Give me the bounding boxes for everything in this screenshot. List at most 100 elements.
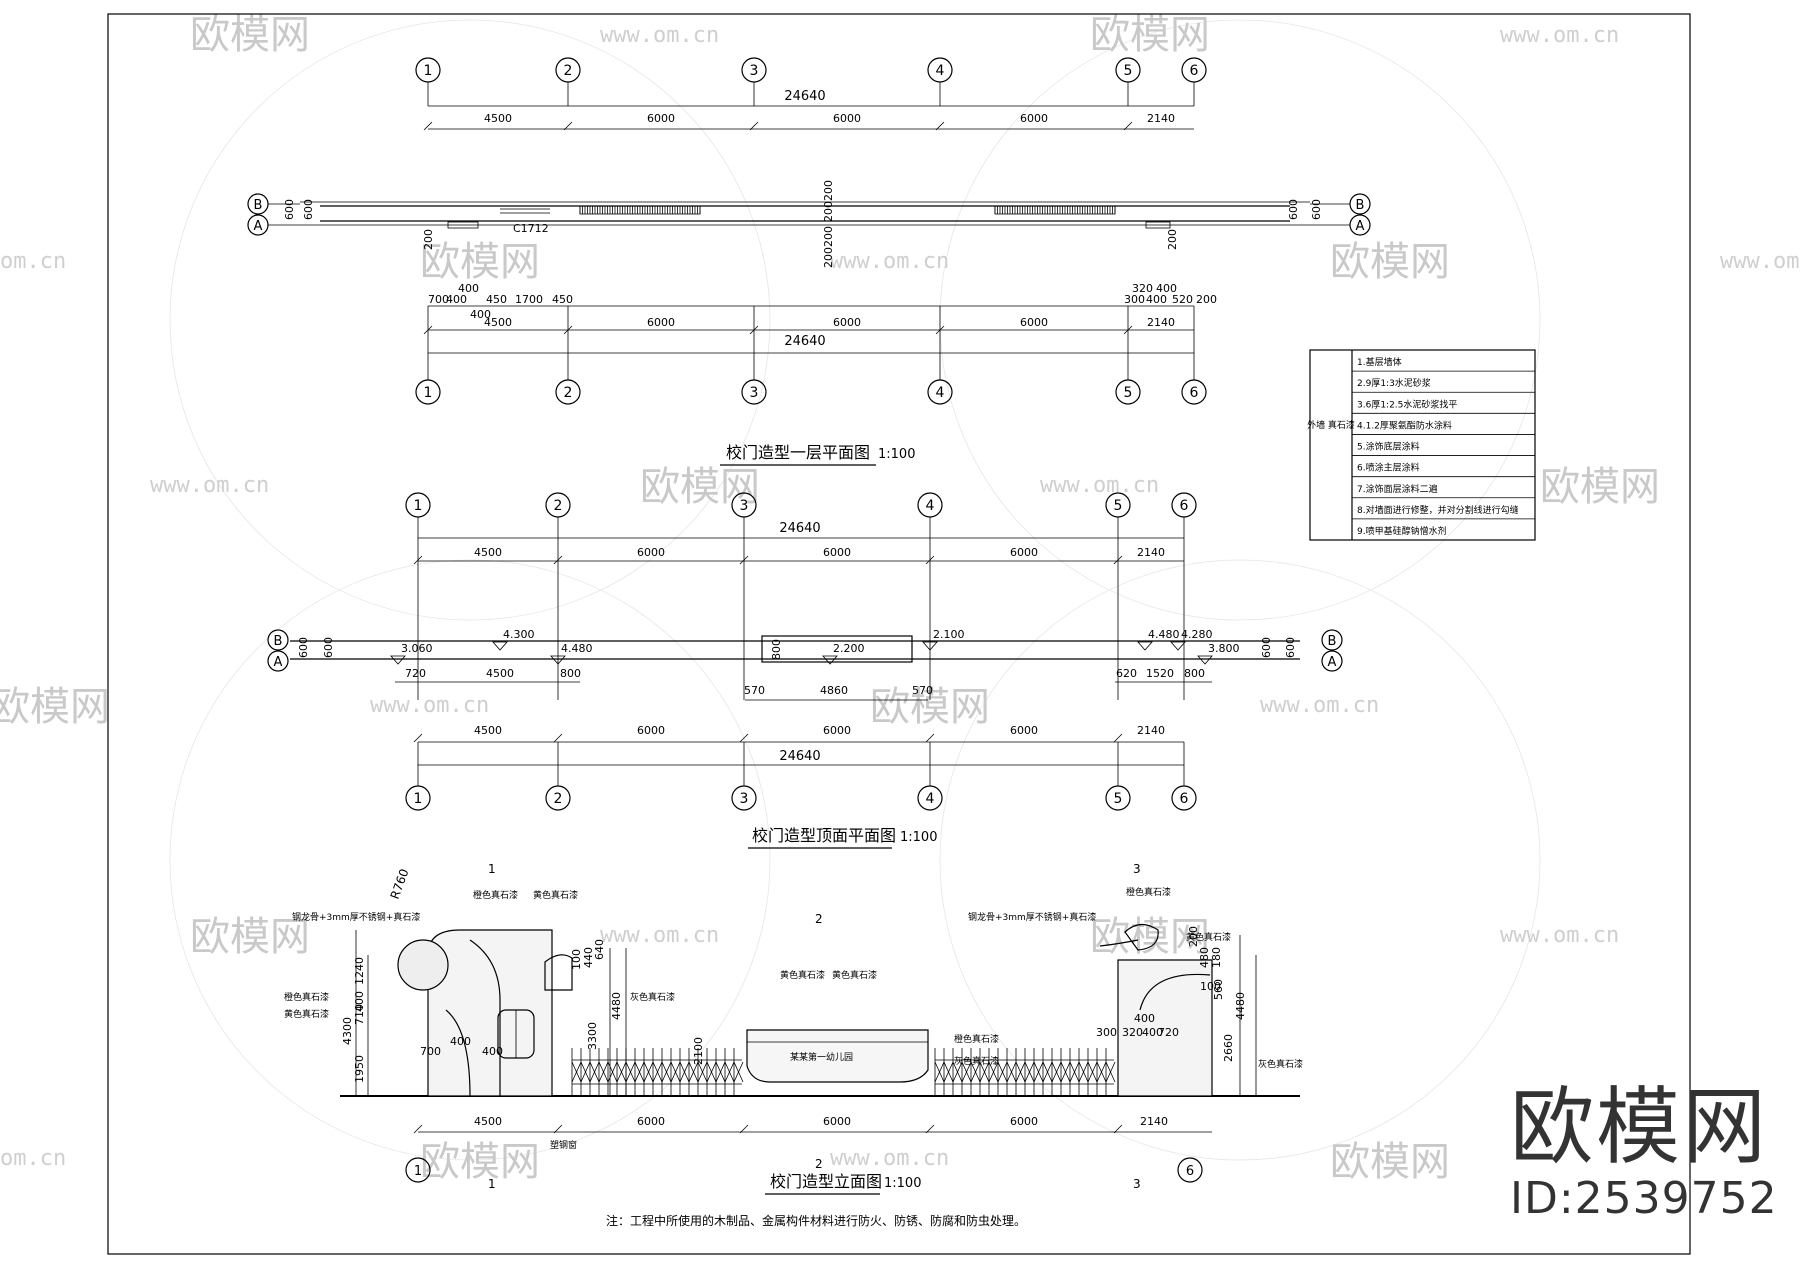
section-mark: 2 xyxy=(815,912,823,926)
section-mark: 1 xyxy=(488,1177,496,1191)
axis-bubble-circle xyxy=(1105,785,1131,811)
watermark-text: 欧模网 xyxy=(190,12,310,58)
depth-dimension: 600 xyxy=(1260,637,1273,658)
vertical-dimension: 4480 xyxy=(610,992,623,1020)
vertical-dimension: 480 xyxy=(1198,947,1211,968)
steel-note-right: 钢龙骨+3mm厚不锈钢+真石漆 xyxy=(968,911,1096,923)
inner-dimension: 300 xyxy=(1096,1026,1117,1039)
section-mark: 2 xyxy=(815,1157,823,1171)
legend-item: 5.涂饰底层涂料 xyxy=(1357,441,1420,453)
vertical-dimension: 1240 xyxy=(353,957,366,985)
span-dimension: 6000 xyxy=(1010,724,1038,737)
sub-dimension: 4860 xyxy=(820,684,848,697)
legend-item: 2.9厚1:3水泥砂浆 xyxy=(1357,377,1431,389)
vertical-dimension: 2660 xyxy=(1222,1034,1235,1062)
railing-section xyxy=(579,205,701,215)
yellow-paint-label: 黄色真石漆 xyxy=(780,969,825,981)
watermark-url: www.om.cn xyxy=(1720,249,1800,274)
depth-dimension: 600 xyxy=(1287,199,1300,220)
legend-item: 7.涂饰面层涂料二遍 xyxy=(1357,483,1438,495)
span-dimension: 2140 xyxy=(1147,112,1175,125)
axis-bubble-circle xyxy=(405,785,431,811)
brand-name: 欧模网 xyxy=(1510,1078,1769,1176)
sub-dim: 400 xyxy=(470,308,491,321)
brand-watermark: 欧模网 ID:2539752 xyxy=(1510,1085,1778,1221)
row-label-b: B xyxy=(1356,198,1365,213)
span-dimension: 4500 xyxy=(484,112,512,125)
sub-dim: 450 xyxy=(552,293,573,306)
plan2-scale: 1:100 xyxy=(900,830,937,845)
elevation-value: 2.100 xyxy=(933,628,965,641)
sub-dim: 400 xyxy=(446,293,467,306)
axis-bubble-circle xyxy=(731,785,757,811)
watermark-url: www.om.cn xyxy=(1500,923,1619,948)
axis-bubble-label: 3 xyxy=(740,498,749,514)
axis-bubble-label: 1 xyxy=(424,385,433,401)
watermark-url: www.om.cn xyxy=(1040,473,1159,498)
total-dimension: 24640 xyxy=(779,521,820,536)
inner-dimension: 400 xyxy=(482,1045,503,1058)
axis-bubble-circle xyxy=(731,492,757,518)
watermark-url: www.om.cn xyxy=(150,473,269,498)
sub-dim: 400 xyxy=(1156,282,1177,295)
inner-dimension: 720 xyxy=(1158,1026,1179,1039)
axis-bubble-label: 5 xyxy=(1114,791,1123,807)
axis-bubble-circle xyxy=(917,492,943,518)
footnote: 注：工程中所使用的木制品、金属构件材料进行防火、防锈、防腐和防虫处理。 xyxy=(606,1213,1026,1228)
sub-dim: 1700 xyxy=(515,293,543,306)
span-dimension: 2140 xyxy=(1147,316,1175,329)
axis-bubble-label: 2 xyxy=(554,498,563,514)
watermark-text: 欧模网 xyxy=(1090,914,1210,960)
watermark-text: 欧模网 xyxy=(1090,12,1210,58)
legend-item: 4.1.2厚聚氨酯防水涂料 xyxy=(1357,419,1452,431)
vertical-dimension: 180 xyxy=(1210,947,1223,968)
axis-bubble-circle xyxy=(1171,785,1197,811)
dim-200: 200 xyxy=(1166,229,1179,250)
span-dimension: 6000 xyxy=(823,546,851,559)
elevation-value: 4.480 xyxy=(1148,628,1180,641)
span-dimension: 6000 xyxy=(823,1115,851,1128)
radius-label: R760 xyxy=(388,867,412,901)
sub-dim: 450 xyxy=(486,293,507,306)
watermark-url: www.om.cn xyxy=(1260,693,1379,718)
orange-paint-label: 橙色真石漆 xyxy=(473,889,518,901)
span-dimension: 4500 xyxy=(474,546,502,559)
watermark-url: om.cn xyxy=(0,1146,66,1171)
axis-bubble-label: 4 xyxy=(926,498,935,514)
watermark-text: 欧模网 xyxy=(420,1139,540,1185)
sub-dim: 700 xyxy=(428,293,449,306)
axis-bubble-circle xyxy=(1115,57,1141,83)
watermark-url: www.om.cn xyxy=(830,1146,949,1171)
span-dimension: 6000 xyxy=(833,316,861,329)
plan1-scale: 1:100 xyxy=(878,447,915,462)
grey-paint-label: 灰色真石漆 xyxy=(1258,1058,1303,1070)
elevation-value: 3.060 xyxy=(401,642,433,655)
span-dimension: 6000 xyxy=(833,112,861,125)
axis-bubble-label: 1 xyxy=(424,63,433,79)
inner-dimension: 400 xyxy=(1142,1026,1163,1039)
grey-paint-label: 灰色真石漆 xyxy=(954,1055,999,1067)
inner-dimension: 400 xyxy=(450,1035,471,1048)
span-dimension: 4500 xyxy=(484,316,512,329)
sub-dim: 200 xyxy=(1196,293,1217,306)
dim-200: 200 xyxy=(422,229,435,250)
legend-item: 9.喷甲基硅醇钠憎水剂 xyxy=(1357,525,1447,537)
sub-dimension: 570 xyxy=(744,684,765,697)
elevation-value: 3.800 xyxy=(1208,642,1240,655)
axis-bubble-label: 4 xyxy=(926,791,935,807)
sub-dimension: 4500 xyxy=(486,667,514,680)
sheet-frame xyxy=(107,13,1691,1255)
total-dimension: 24640 xyxy=(779,749,820,764)
fence-panel xyxy=(571,1048,744,1096)
axis-bubble-circle xyxy=(415,57,441,83)
axis-bubble-circle xyxy=(741,57,767,83)
legend-category: 外墙 真石漆 xyxy=(1307,419,1355,431)
inner-dimension: 700 xyxy=(420,1045,441,1058)
row-label-a: A xyxy=(254,219,263,234)
